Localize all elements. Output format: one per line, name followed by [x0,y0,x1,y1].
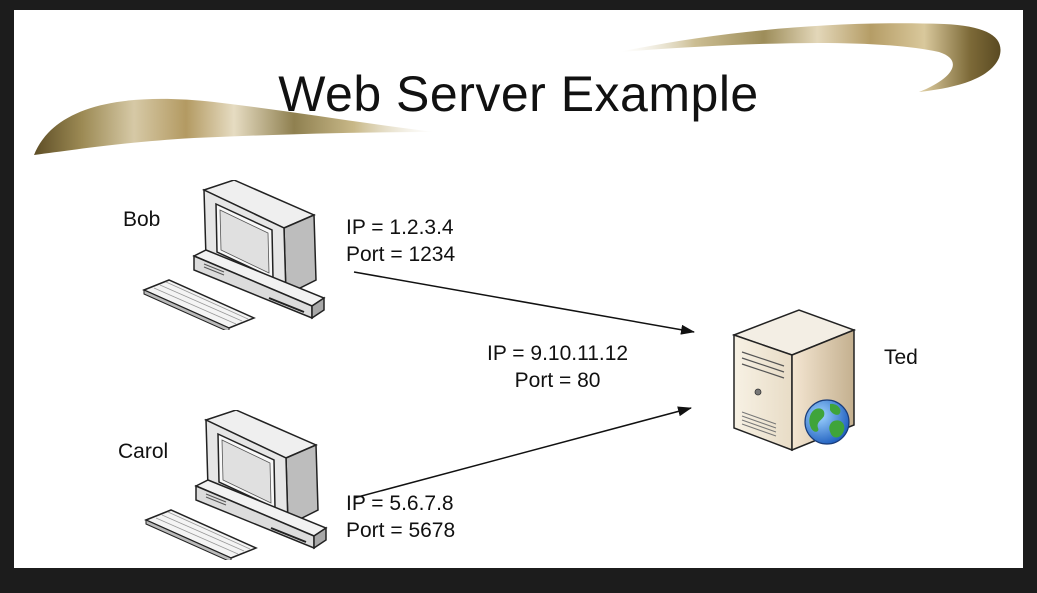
right-swoosh [619,23,1001,92]
ted-address: IP = 9.10.11.12 Port = 80 [487,340,628,394]
globe-icon [804,399,850,445]
carol-computer-icon [144,410,328,560]
ted-label: Ted [884,346,918,369]
bob-port-label: Port = 1234 [346,243,456,266]
bob-label: Bob [123,208,161,231]
carol-ip-label: IP = 5.6.7.8 [346,492,454,515]
left-swoosh [34,98,434,155]
ted-server-icon [731,309,857,452]
ted-port-label: Port = 80 [514,369,601,392]
bob-address: IP = 1.2.3.4 Port = 1234 [346,214,455,268]
arrow-carol-to-ted [353,406,692,499]
carol-address: IP = 5.6.7.8 Port = 5678 [346,490,455,544]
carol-label: Carol [118,440,169,463]
arrow-bob-to-ted [353,271,695,335]
carol-port-label: Port = 5678 [346,519,456,542]
bob-ip-label: IP = 1.2.3.4 [346,216,454,239]
decorative-swooshes [34,23,1001,155]
slide: Web Server Example [14,10,1023,568]
connection-arrows [353,271,695,499]
ted-ip-label: IP = 9.10.11.12 [487,342,629,365]
slide-title: Web Server Example [278,66,759,122]
bob-computer-icon [142,180,326,330]
